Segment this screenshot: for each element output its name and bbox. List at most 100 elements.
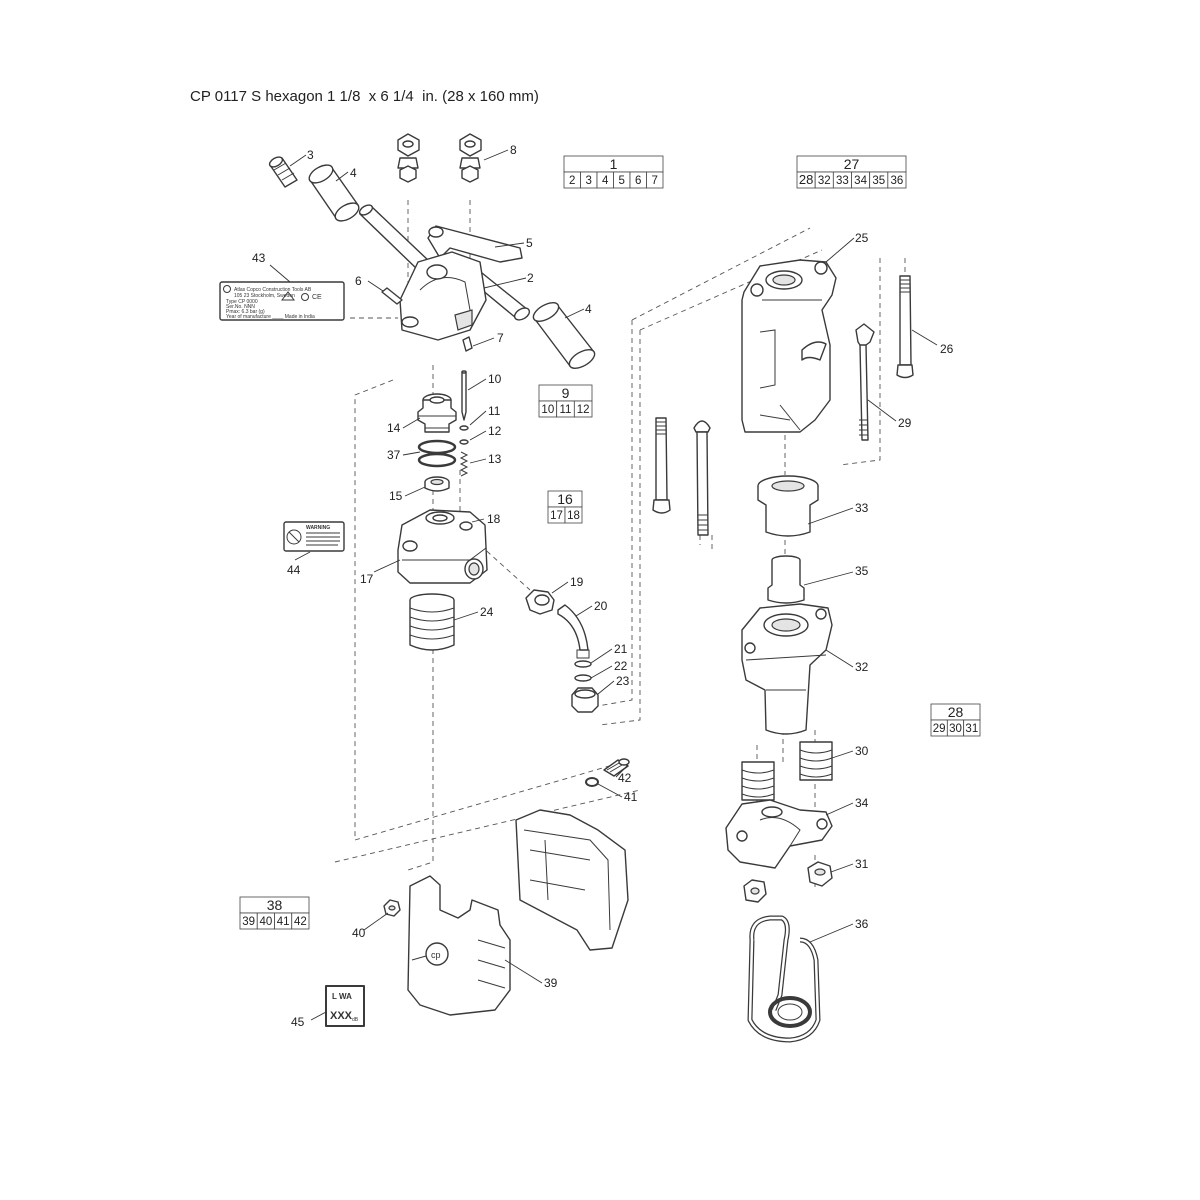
callout-44: 44 <box>287 563 301 577</box>
warning-label: WARNING <box>283 521 345 552</box>
screw-parts <box>585 758 630 787</box>
callout-4: 4 <box>350 166 357 180</box>
kit-sub-number: 17 <box>550 510 563 522</box>
kit-sub-number: 4 <box>602 175 609 187</box>
kit-sub-number: 18 <box>567 510 580 522</box>
callout-35: 35 <box>855 564 869 578</box>
plate-label-line: Atlas Copco Construction Tools AB <box>234 287 312 293</box>
plate-label-line: Pmax: 6.3 bar (g) <box>226 309 265 315</box>
page-title: CP 0117 S hexagon 1 1/8 x 6 1/4 in. (28 … <box>190 88 539 105</box>
callout-34: 34 <box>855 796 869 810</box>
callout-23: 23 <box>616 674 630 688</box>
noise-label-value: XXX <box>330 1010 353 1022</box>
kit-sub-number: 12 <box>577 404 590 416</box>
kit-sub-number: 6 <box>635 175 641 187</box>
cylinder-assembly <box>652 259 914 536</box>
callout-18: 18 <box>487 512 501 526</box>
callout-41: 41 <box>624 790 638 804</box>
noise-label-unit: dB <box>352 1017 359 1023</box>
callout-13: 13 <box>488 452 502 466</box>
callout-25: 25 <box>855 231 869 245</box>
air-inlet-parts <box>525 589 599 713</box>
kit-sub-number: 41 <box>277 916 290 928</box>
callout-3: 3 <box>307 148 314 162</box>
kit-table-9: 9 10 11 12 <box>538 384 593 418</box>
valve-housing <box>397 509 488 584</box>
kit-sub-number: 32 <box>818 175 831 187</box>
kit-sub-number: 36 <box>891 175 904 187</box>
kit-sub-number: 30 <box>949 723 962 735</box>
kit-sub-number: 28 <box>799 172 813 187</box>
callout-36: 36 <box>855 917 869 931</box>
callout-2: 2 <box>527 271 534 285</box>
callout-11: 11 <box>488 404 501 418</box>
silencer-parts: cp <box>383 809 629 1016</box>
plate-label-line: Ser.No. NNN <box>226 304 255 310</box>
callout-30: 30 <box>855 744 869 758</box>
noise-label: L WA XXX dB <box>325 985 365 1027</box>
callout-19: 19 <box>570 575 584 589</box>
callout-32: 32 <box>855 660 869 674</box>
callout-33: 33 <box>855 501 869 515</box>
callout-40: 40 <box>352 926 366 940</box>
noise-label-lwa: L WA <box>332 992 352 1001</box>
book-icon <box>301 293 309 301</box>
leader-lines <box>269 149 938 1021</box>
callout-8: 8 <box>510 143 517 157</box>
callout-42: 42 <box>618 771 632 785</box>
warning-heading: WARNING <box>306 525 330 531</box>
kit-sub-number: 3 <box>586 175 592 187</box>
callout-22: 22 <box>614 659 628 673</box>
callout-7: 7 <box>497 331 504 345</box>
valve-parts <box>417 370 469 492</box>
callout-15: 15 <box>389 489 403 503</box>
callout-6: 6 <box>355 274 362 288</box>
callout-4: 4 <box>585 302 592 316</box>
kit-sub-number: 39 <box>242 916 255 928</box>
kit-sub-number: 2 <box>569 175 575 187</box>
kit-sub-number: 11 <box>560 404 572 416</box>
kit-main-number: 9 <box>562 385 570 401</box>
kit-sub-number: 31 <box>965 723 978 735</box>
callout-43: 43 <box>252 251 266 265</box>
kit-main-number: 1 <box>610 156 618 172</box>
lower-housing-parts <box>725 475 833 1043</box>
callout-12: 12 <box>488 424 502 438</box>
plate-label-line: 105 23 Stockholm, Sweden <box>234 293 295 299</box>
callout-21: 21 <box>614 642 628 656</box>
kit-sub-number: 10 <box>541 404 554 416</box>
kit-sub-number: 7 <box>652 175 658 187</box>
callout-17: 17 <box>360 572 374 586</box>
kit-main-number: 28 <box>948 704 964 720</box>
callout-37: 37 <box>387 448 401 462</box>
callout-29: 29 <box>898 416 912 430</box>
ce-mark-icon: CE <box>312 294 322 301</box>
cp-logo-icon: cp <box>431 950 441 960</box>
callout-5: 5 <box>526 236 533 250</box>
callout-14: 14 <box>387 421 401 435</box>
callout-39: 39 <box>544 976 558 990</box>
callout-24: 24 <box>480 605 494 619</box>
callout-10: 10 <box>488 372 502 386</box>
plate-label: Atlas Copco Construction Tools AB 105 23… <box>219 281 345 321</box>
plate-label-line: Type CP 0000 <box>226 299 258 305</box>
bellows-part <box>409 593 455 651</box>
callout-numbers: 2 3 4 4 5 6 7 8 10 11 12 13 14 15 17 18 … <box>252 143 954 1029</box>
kit-main-number: 38 <box>267 897 283 913</box>
kit-sub-number: 5 <box>619 175 625 187</box>
warning-triangle-icon <box>281 291 295 301</box>
kit-sub-number: 34 <box>854 175 867 187</box>
kit-sub-number: 35 <box>872 175 885 187</box>
handle-assembly <box>268 133 596 369</box>
plate-label-line: Year of manufacture ____ Made in India <box>226 314 315 320</box>
kit-main-number: 27 <box>844 156 860 172</box>
kit-sub-number: 33 <box>836 175 849 187</box>
logo-icon <box>223 285 231 293</box>
kit-table-27: 27 28 32 33 34 35 36 <box>796 155 907 189</box>
